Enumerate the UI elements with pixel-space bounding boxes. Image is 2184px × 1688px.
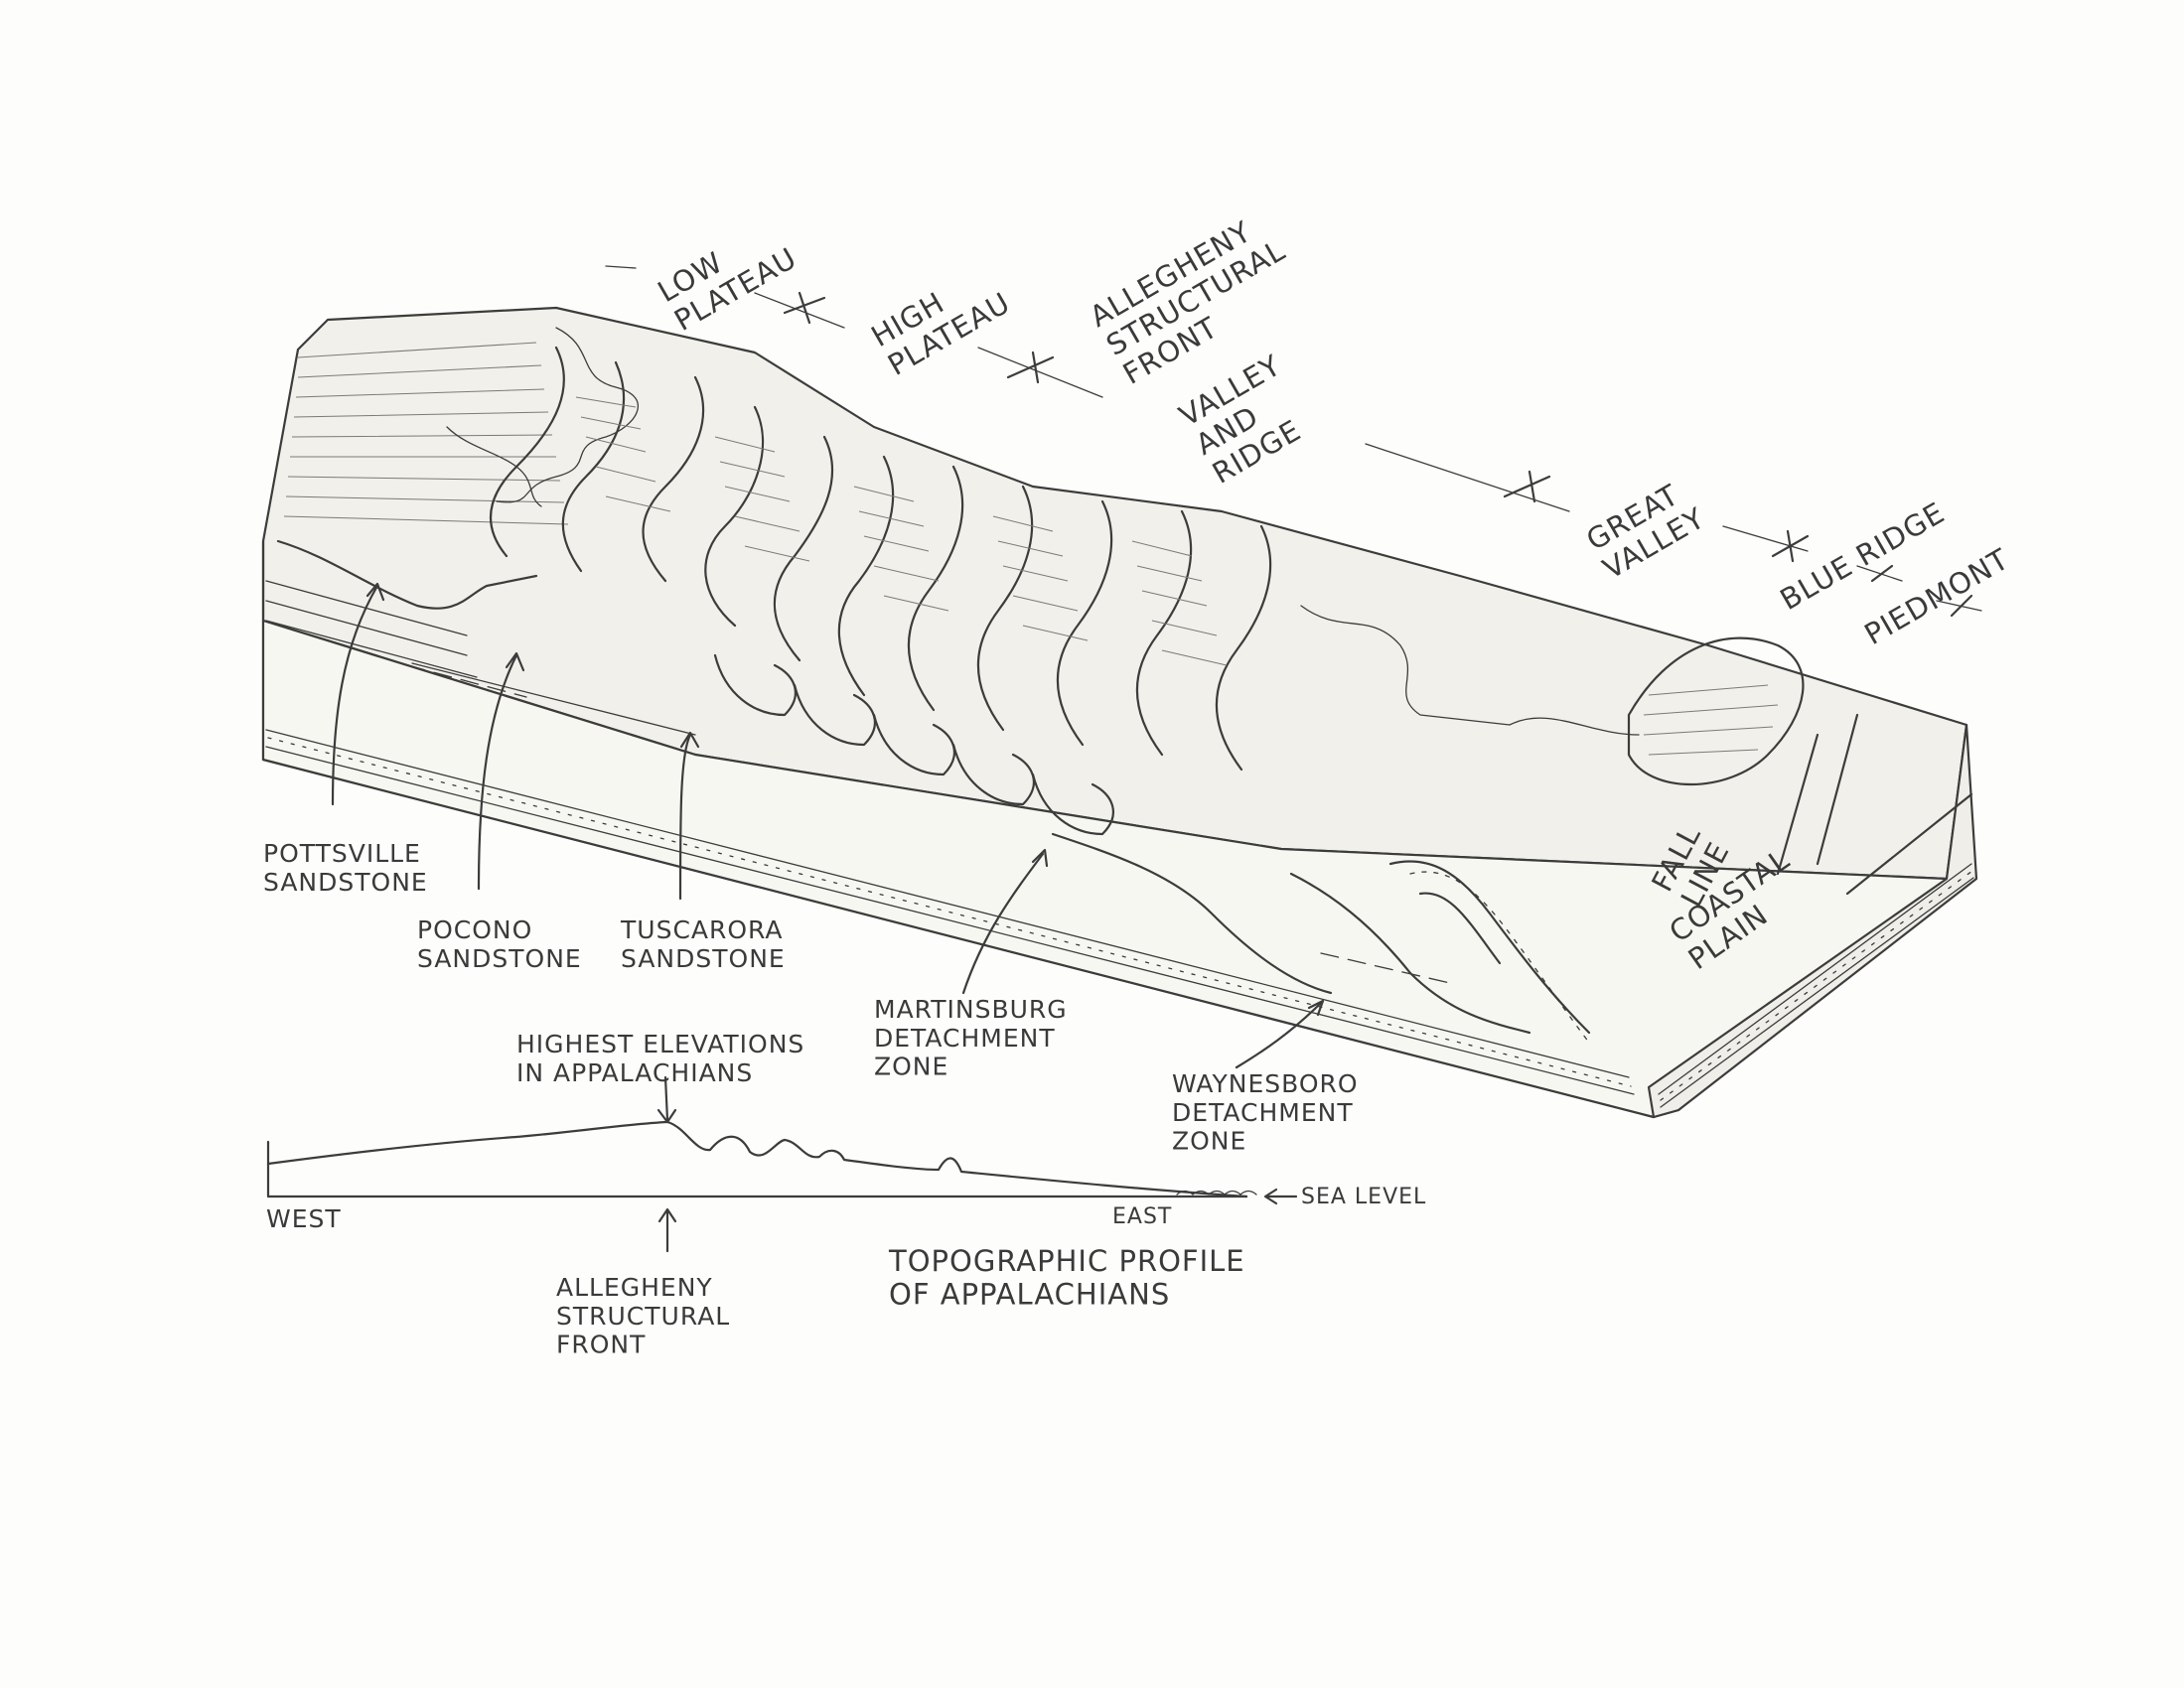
folded-ridges	[489, 346, 1272, 836]
topographic-profile	[266, 1120, 1257, 1198]
blue-ridge-basement	[1409, 871, 1590, 1044]
valley-boundary	[1300, 605, 1640, 736]
sea-level-waves	[1176, 1190, 1257, 1196]
martinsburg-arrowhead	[1031, 848, 1049, 868]
leader-arrows	[331, 582, 1325, 1253]
martinsburg-thrust	[1051, 832, 1333, 995]
blue-ridge-mountain	[1627, 636, 1805, 786]
tuscarora-arrowhead	[679, 731, 700, 749]
pocono-arrowhead	[505, 651, 525, 672]
block-faces	[261, 306, 1978, 1119]
coastal-plain-edge	[1845, 792, 1973, 896]
eastern-provinces	[1051, 605, 1973, 1044]
label-west: WEST	[266, 1204, 342, 1233]
allegheny-profile-arrow	[657, 1207, 677, 1253]
plateau-scarp	[276, 539, 538, 610]
basement-band	[265, 729, 1974, 1108]
waynesboro-thrust	[1289, 872, 1531, 1035]
sea-level-arrow	[1263, 1188, 1298, 1205]
waynesboro-arrowhead	[1307, 999, 1325, 1017]
fall-line	[1776, 713, 1859, 876]
label-low-plateau: LOWPLATEAU	[653, 212, 802, 338]
tuscarora-leader	[678, 733, 692, 901]
label-great-valley: GREATVALLEY	[1581, 473, 1711, 586]
profile-curve	[266, 1120, 1248, 1198]
basement-pattern	[267, 737, 1973, 1101]
pocono-leader	[477, 653, 518, 891]
pottsville-leader	[331, 584, 379, 806]
label-high-plateau: HIGHPLATEAU	[866, 257, 1016, 382]
river-meander	[496, 327, 639, 503]
label-east: EAST	[1112, 1204, 1172, 1229]
martinsburg-leader	[961, 852, 1045, 995]
front-dash-line	[406, 664, 1451, 984]
label-valley-and-ridge: VALLEYANDRIDGE	[1174, 349, 1321, 491]
province-boundaries	[605, 265, 1982, 618]
waynesboro-leader	[1235, 1001, 1323, 1069]
pottsville-arrowhead	[365, 582, 385, 602]
label-sea-level: SEA LEVEL	[1301, 1185, 1426, 1209]
plateau-texture	[276, 327, 639, 610]
